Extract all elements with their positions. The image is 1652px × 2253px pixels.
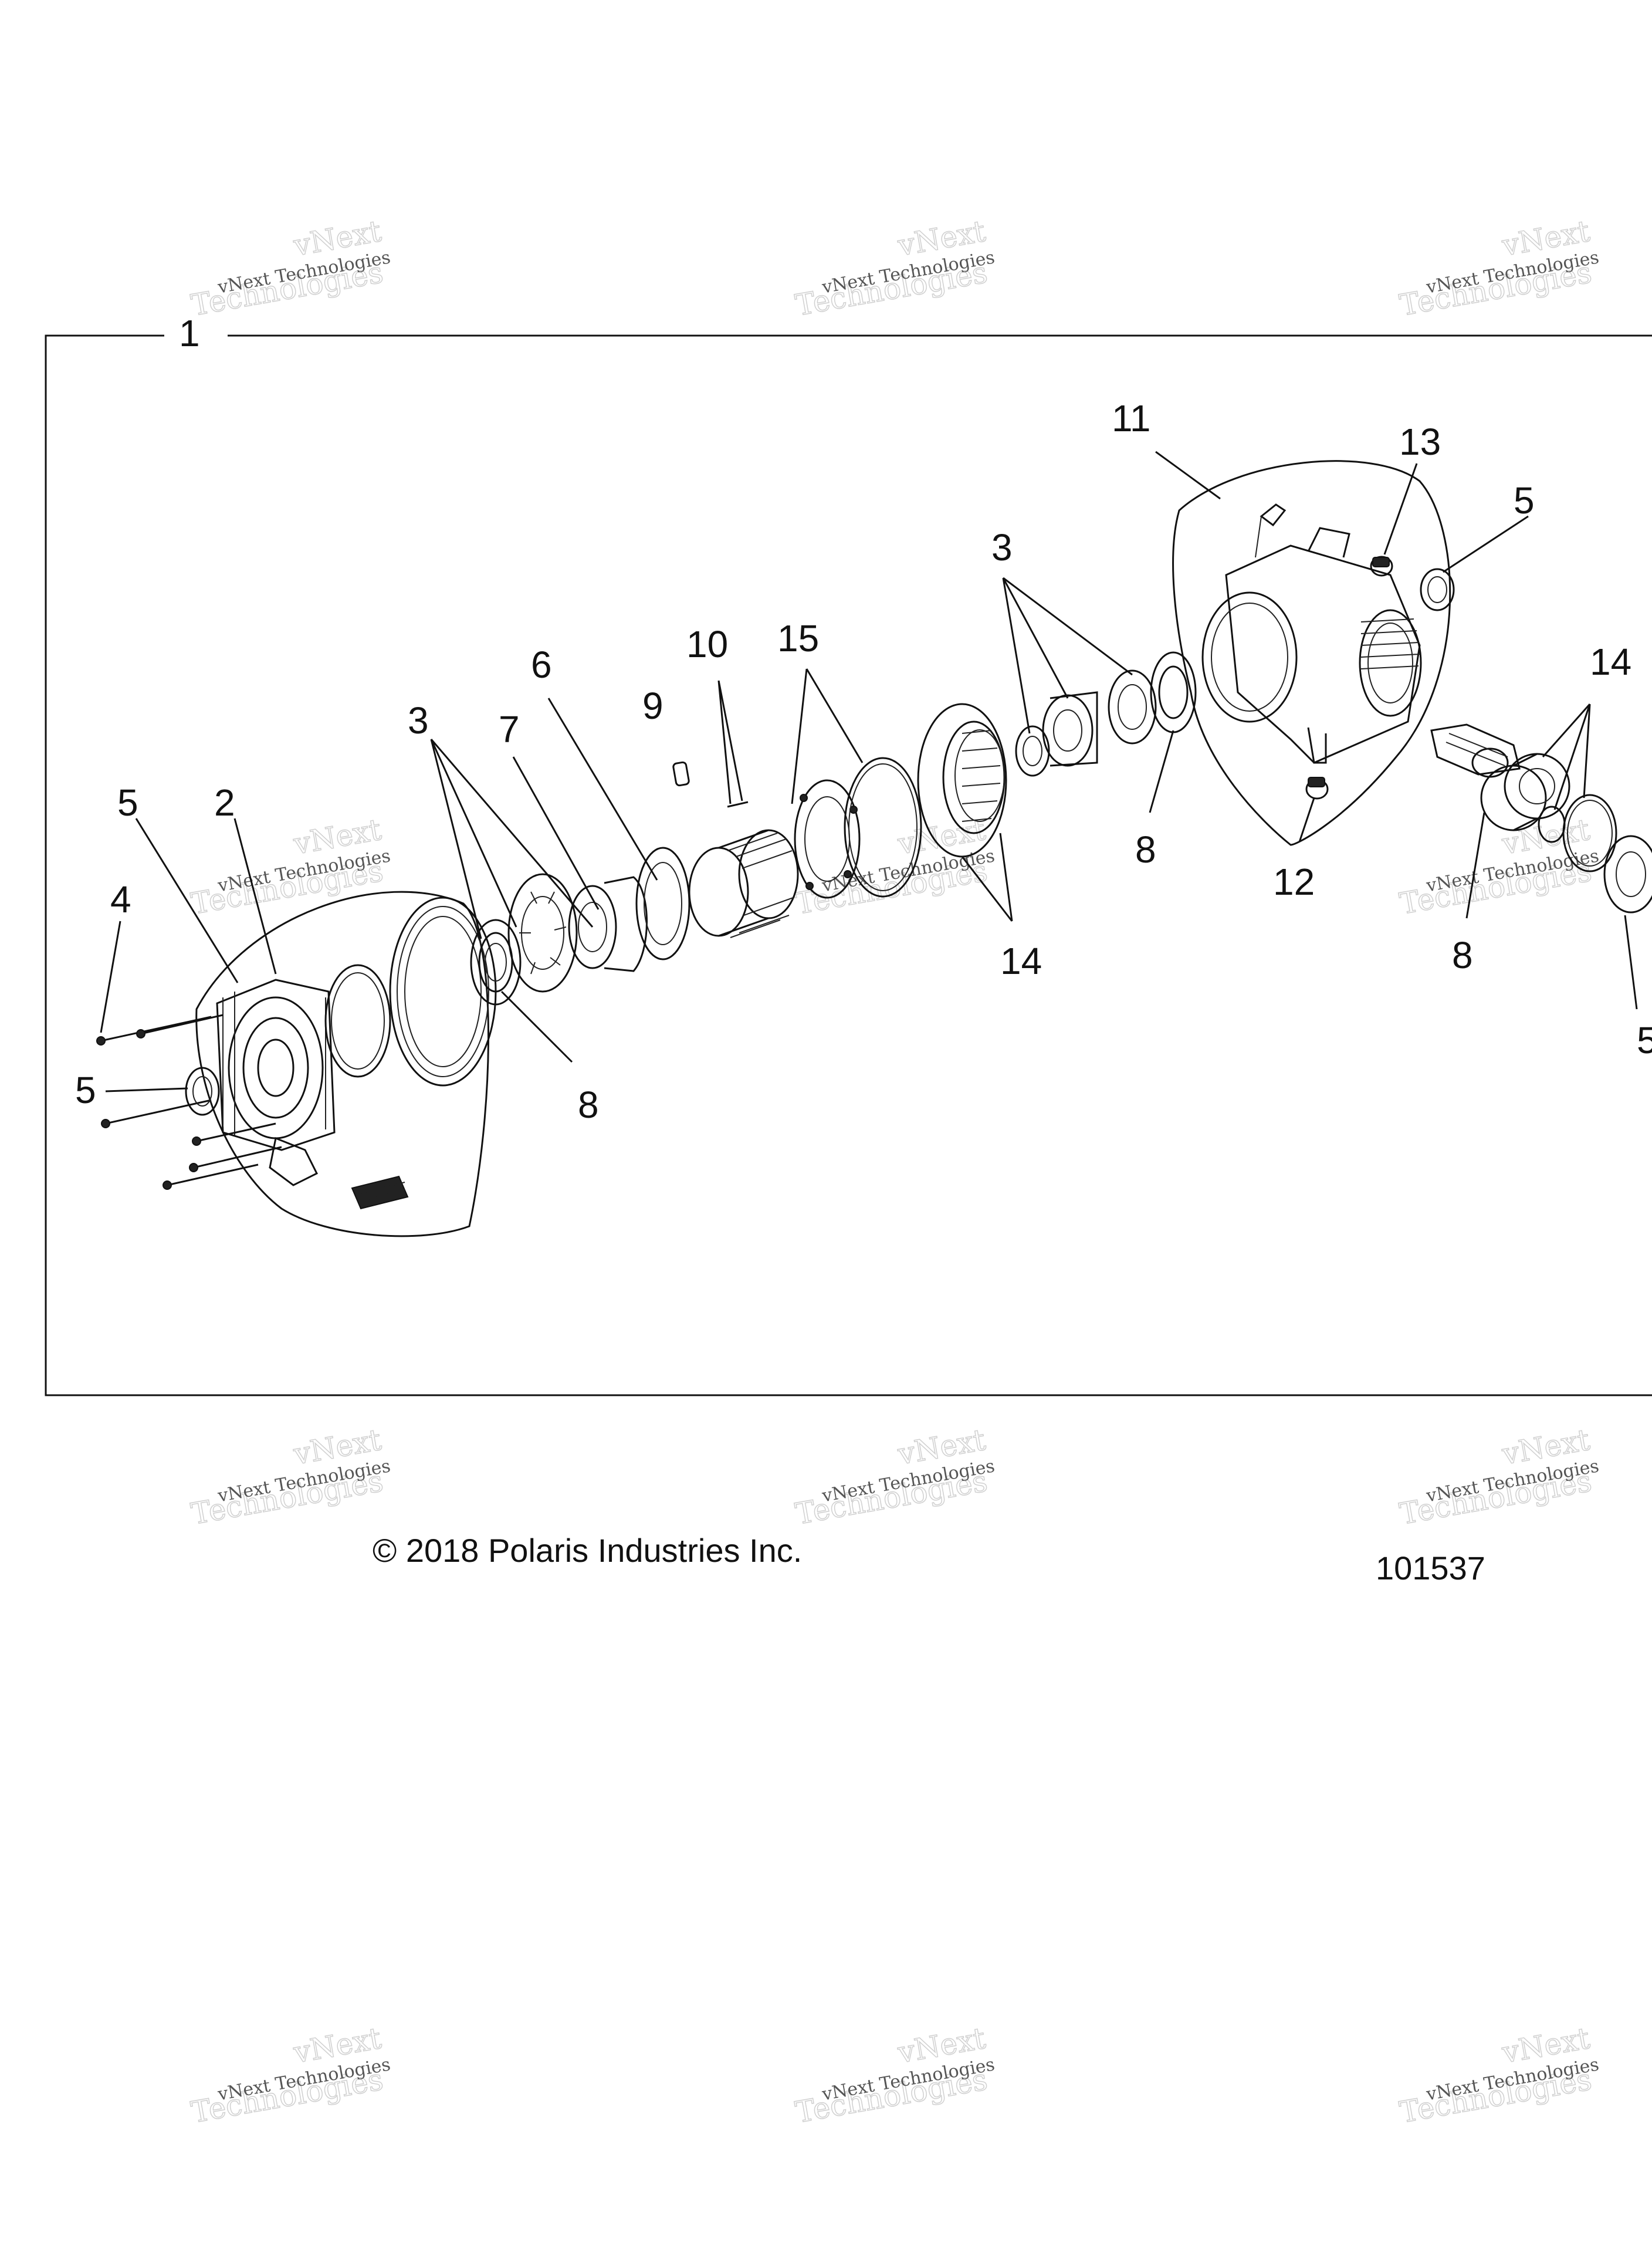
- callout-2: 2: [214, 782, 235, 824]
- callout-4: 4: [110, 878, 131, 921]
- pin-part-9: [672, 761, 690, 787]
- bearing-part-8-middle: [1150, 651, 1197, 733]
- wire-spring-part-10: [727, 801, 749, 808]
- ring-part-15: [844, 757, 922, 898]
- callout-9: 9: [642, 685, 663, 727]
- figure-number: 101537: [1376, 1550, 1485, 1586]
- callout-11: 11: [1112, 397, 1150, 439]
- connector-plug: [351, 1175, 409, 1210]
- copyright-notice: © 2018 Polaris Industries Inc.: [373, 1532, 803, 1569]
- roller-cage-part-10: [688, 829, 799, 938]
- bearing-set-part-3-right: [1015, 669, 1157, 777]
- callout-5-left: 5: [75, 1069, 96, 1111]
- callout-5-top-right: 5: [1514, 479, 1535, 522]
- callout-8-left: 8: [578, 1084, 599, 1126]
- bolt-set-part-4: [96, 1014, 282, 1190]
- gasket-ring: [324, 964, 391, 1078]
- callout-labels: 1 2 5 4 5 3 7 6 9 10 15 8 14 3 8 11 13 5…: [75, 312, 1652, 1126]
- callout-3-left: 3: [408, 699, 429, 742]
- seal-part-5-top-right: [1420, 568, 1455, 611]
- callout-7: 7: [499, 708, 520, 750]
- assembly-frame: [45, 334, 1652, 1396]
- gear-part-7: [568, 876, 648, 972]
- cover-assembly-part-2: [195, 891, 489, 1237]
- callout-5-far-right: 5: [1637, 1019, 1652, 1061]
- seal-part-5-far-right: [1603, 835, 1652, 914]
- ring-gear-part-14: [917, 703, 1007, 858]
- callout-3-right: 3: [991, 526, 1013, 569]
- plug-part-12: [1305, 777, 1329, 800]
- leader-lines: [100, 451, 1638, 1092]
- large-ring: [389, 897, 497, 1087]
- callout-10: 10: [686, 623, 728, 665]
- plug-part-13: [1370, 556, 1393, 577]
- seal-part-5-left: [185, 1067, 220, 1116]
- callout-5-top-left: 5: [117, 782, 138, 824]
- callout-8-middle: 8: [1135, 828, 1156, 871]
- output-shaft: [1430, 723, 1521, 778]
- plate-part-6: [635, 847, 690, 960]
- callout-6: 6: [531, 644, 552, 686]
- housing-assembly-part-11: [1172, 460, 1451, 846]
- callout-12: 12: [1273, 861, 1315, 903]
- clutch-plate-part-15: [794, 779, 861, 899]
- callout-8-right: 8: [1452, 934, 1473, 976]
- callout-14-middle: 14: [1000, 940, 1042, 982]
- thrust-plate: [507, 873, 578, 993]
- callout-14-right: 14: [1590, 641, 1631, 683]
- bearing-part-8-left: [470, 919, 522, 1006]
- bearing-part-8-right: [1480, 753, 1570, 831]
- circlip-part-14: [1562, 794, 1617, 872]
- callout-1: 1: [179, 312, 200, 354]
- callout-15: 15: [777, 617, 819, 659]
- callout-13: 13: [1399, 421, 1441, 463]
